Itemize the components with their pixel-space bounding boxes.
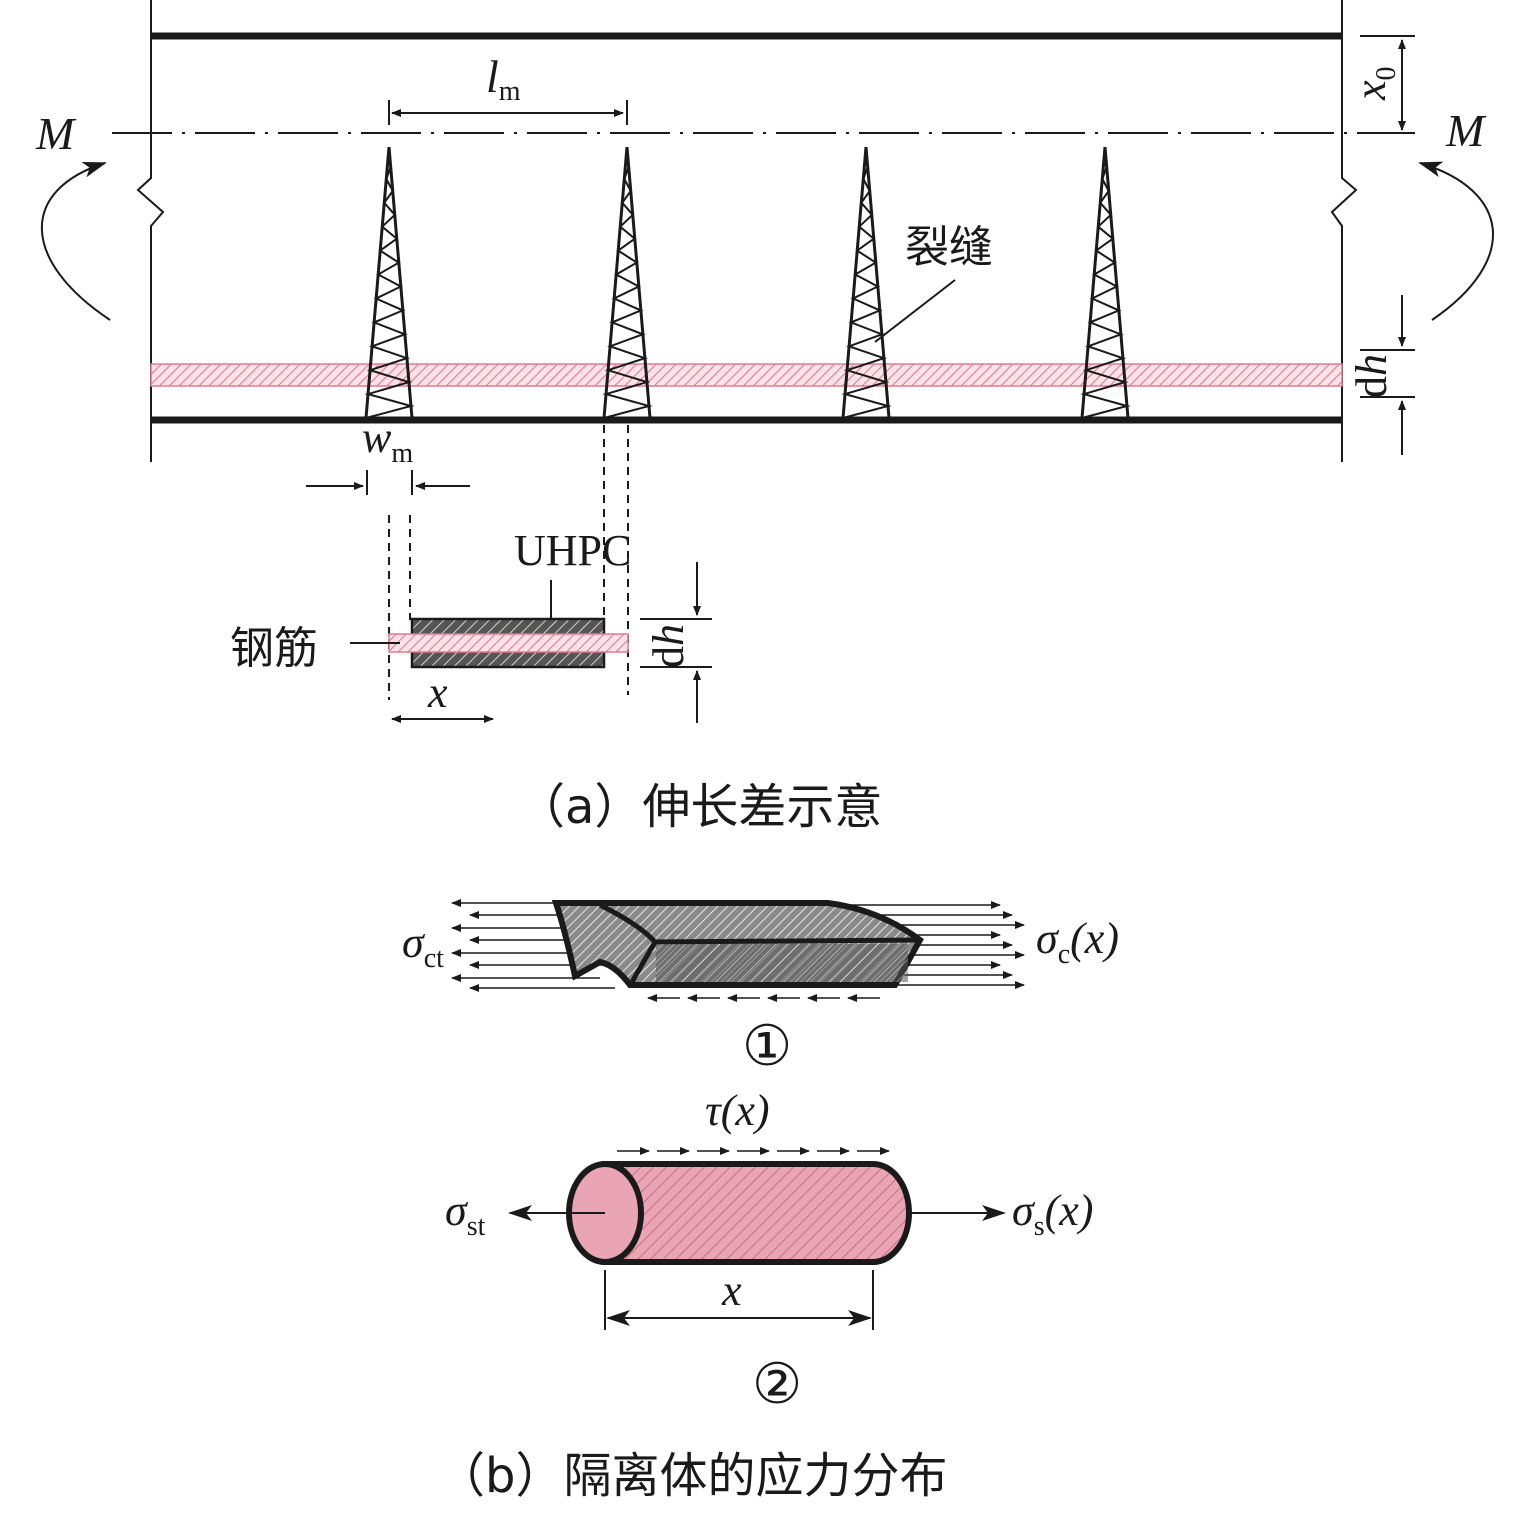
- lm-dimension: [388, 100, 628, 125]
- marker-2: ②: [752, 1352, 802, 1417]
- beam-panel: [112, 0, 1415, 462]
- sigma-c-label: σc(x): [1036, 914, 1119, 970]
- uhpc-lower-hatch: [656, 944, 908, 982]
- dh2-label: dh: [644, 624, 693, 668]
- sigma-ct-label: σct: [402, 918, 444, 974]
- svg-text:dh: dh: [1347, 354, 1396, 398]
- crack-group: [364, 146, 1131, 419]
- crack-2: [602, 146, 653, 419]
- sigma-s-label: σs(x): [1012, 1186, 1093, 1242]
- caption-b: （b）隔离体的应力分布: [437, 1448, 947, 1504]
- x0-dimension: [1360, 35, 1415, 134]
- crack-3: [841, 146, 892, 419]
- caption-a: （a）伸长差示意: [517, 779, 882, 835]
- wm-dimension: [306, 470, 470, 495]
- moment-left-label: M: [35, 108, 77, 159]
- lm-label: lm: [486, 51, 521, 107]
- moment-left-arrow: [40, 162, 111, 321]
- beam-right-edge: [1330, 0, 1358, 462]
- svg-text:dh: dh: [644, 624, 693, 668]
- x0-label: x0: [1346, 66, 1402, 101]
- rebar-cylinder-body: [602, 1161, 912, 1265]
- rebar-band: [150, 363, 1343, 387]
- crack-1: [364, 146, 415, 419]
- rebar-strip: [388, 633, 629, 653]
- marker-1: ①: [742, 1014, 792, 1079]
- crack-label: 裂缝: [905, 222, 993, 273]
- uhpc-inner-step: [598, 902, 921, 984]
- crack-4: [1080, 146, 1131, 419]
- wm-label: wm: [362, 413, 413, 469]
- svg-text:x0: x0: [1346, 66, 1402, 101]
- moment-right-arrow: [1418, 161, 1495, 321]
- moment-arrows: [40, 161, 1495, 321]
- dh-label: dh: [1347, 354, 1396, 398]
- x-label-b: x: [721, 1266, 742, 1315]
- tau-label: τ(x): [705, 1086, 770, 1135]
- uhpc-label: UHPC: [514, 526, 631, 575]
- x-label-a: x: [427, 668, 448, 717]
- crack-leader: [874, 279, 956, 343]
- beam-left-edge: [136, 0, 165, 462]
- x-dimension-b: [604, 1270, 874, 1330]
- dh2-dimension: [640, 562, 712, 723]
- rebar-label: 钢筋: [230, 623, 318, 674]
- moment-right-label: M: [1445, 105, 1487, 156]
- dh-dimension: [1360, 295, 1415, 455]
- sigma-st-label: σst: [445, 1186, 486, 1242]
